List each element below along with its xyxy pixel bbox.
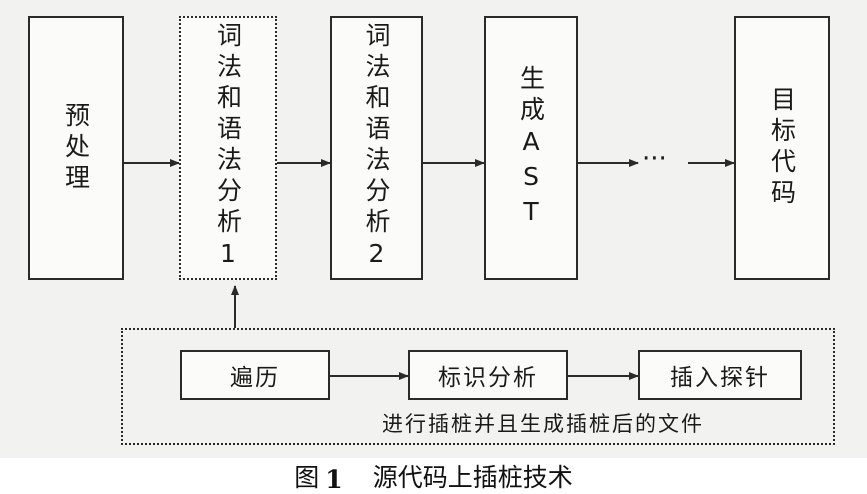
traverse-label: 遍历 bbox=[230, 365, 280, 391]
insert-probe-box: 插入探针 bbox=[638, 350, 802, 400]
insert-probe-label: 插入探针 bbox=[670, 365, 770, 391]
connector-arrows bbox=[124, 159, 735, 380]
instrumentation-group bbox=[121, 328, 835, 445]
figure-caption: 图 1 源代码上插桩技术 bbox=[0, 458, 867, 494]
gen-ast-label: 生成AST bbox=[516, 64, 546, 232]
preprocess-box: 预处理 bbox=[28, 16, 124, 280]
traverse-box: 遍历 bbox=[180, 350, 330, 400]
caption-title: 源代码上插桩技术 bbox=[372, 463, 573, 492]
lexsyn2-label: 词法和语法分析2 bbox=[362, 22, 391, 274]
lexsyn2-box: 词法和语法分析2 bbox=[330, 16, 423, 280]
lexsyn1-label: 词法和语法分析1 bbox=[213, 22, 243, 274]
lexsyn1-box: 词法和语法分析1 bbox=[179, 16, 277, 280]
caption-number: 1 bbox=[325, 464, 343, 494]
ellipsis-label: ··· bbox=[642, 144, 667, 174]
group-label: 进行插桩并且生成插桩后的文件 bbox=[382, 408, 704, 438]
identify-analysis-box: 标识分析 bbox=[408, 350, 568, 400]
flow-diagram: 预处理 词法和语法分析1 词法和语法分析2 生成AST ··· 目标代码 遍历 … bbox=[0, 0, 867, 458]
caption-prefix: 图 bbox=[294, 463, 320, 492]
identify-analysis-label: 标识分析 bbox=[438, 365, 538, 391]
target-code-box: 目标代码 bbox=[734, 16, 830, 280]
preprocess-label: 预处理 bbox=[61, 101, 91, 195]
target-code-label: 目标代码 bbox=[767, 86, 797, 210]
gen-ast-box: 生成AST bbox=[484, 16, 578, 280]
